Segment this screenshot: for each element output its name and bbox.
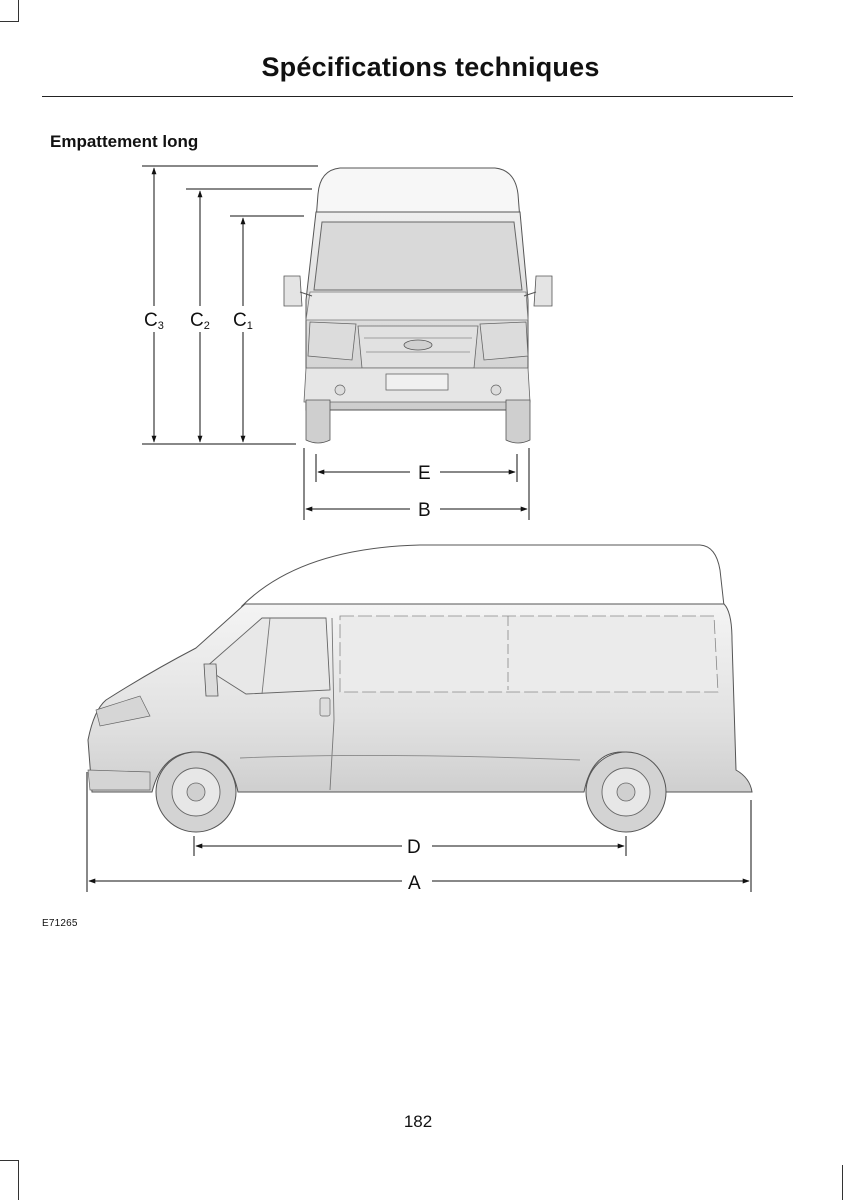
crop-mark-top-left-v [18, 0, 19, 22]
front-wheel [155, 751, 237, 833]
dimension-label-c1: C1 [233, 310, 253, 332]
dimension-label-d: D [407, 837, 421, 858]
crop-mark-bottom-left-h [0, 1160, 18, 1161]
dimension-label-c3: C3 [144, 310, 164, 332]
page-number: 182 [403, 1112, 433, 1131]
dimension-label-c2: C2 [190, 310, 210, 332]
dimension-label-a: A [408, 873, 421, 894]
height-dimension-lines [142, 165, 318, 445]
section-heading: Empattement long [50, 132, 199, 151]
length-dimension-lines [86, 772, 752, 892]
page-title: Spécifications techniques [261, 52, 600, 82]
van-front-view [283, 167, 553, 444]
width-dimension-lines [303, 448, 530, 520]
rear-wheel [585, 751, 667, 833]
title-divider [42, 96, 793, 97]
van-side-view [87, 544, 753, 833]
dimension-label-e: E [418, 463, 431, 484]
crop-mark-bottom-left-v [18, 1160, 19, 1200]
crop-mark-top-left-h [0, 21, 18, 22]
crop-mark-bottom-right-v [842, 1165, 843, 1200]
dimension-label-b: B [418, 500, 431, 521]
figure-code: E71265 [42, 918, 78, 929]
